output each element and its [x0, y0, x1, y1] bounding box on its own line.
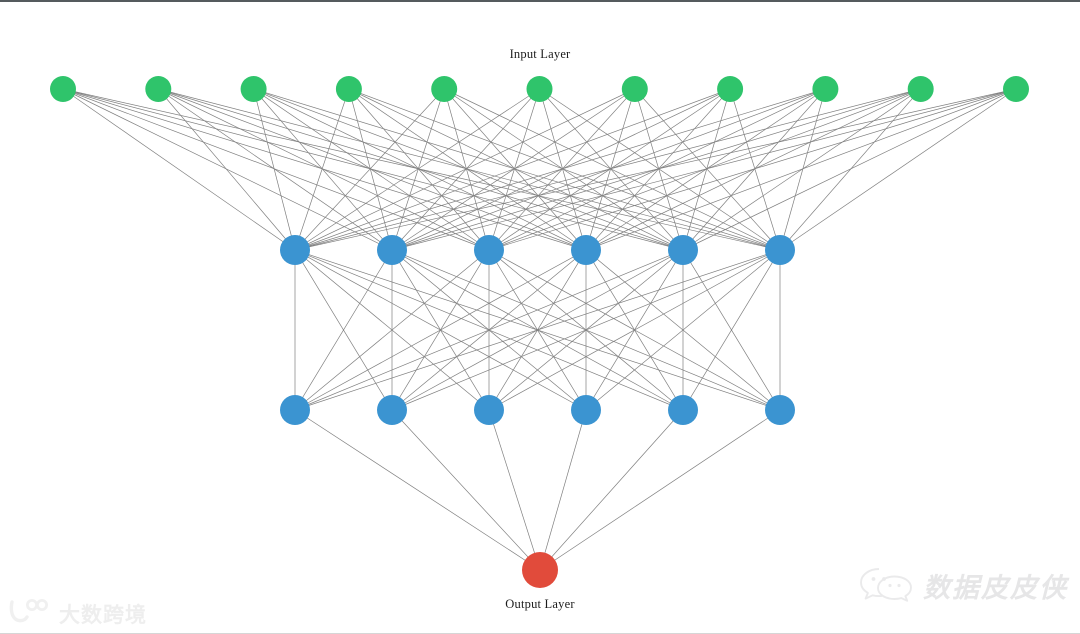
edge-input-2-to-hidden1-4	[253, 88, 684, 251]
edge-hidden1-5-to-hidden2-1	[391, 249, 781, 411]
edge-input-7-to-hidden1-5	[729, 88, 781, 251]
edge-input-0-to-hidden1-1	[62, 88, 393, 251]
edge-hidden1-1-to-hidden2-0	[294, 249, 393, 411]
edge-input-4-to-hidden1-0	[294, 88, 445, 251]
node-hidden1-6[interactable]	[765, 235, 795, 265]
node-input-11[interactable]	[1003, 76, 1029, 102]
node-input-2[interactable]	[145, 76, 172, 102]
edge-input-1-to-hidden1-0	[158, 88, 296, 251]
edge-hidden1-3-to-hidden2-0	[294, 249, 587, 411]
edge-hidden2-0-to-output-0	[294, 409, 541, 571]
edge-input-10-to-hidden1-1	[391, 88, 1017, 251]
edge-input-3-to-hidden1-1	[348, 88, 393, 251]
edge-input-6-to-hidden1-2	[488, 88, 636, 251]
output-layer-label: Output Layer	[505, 597, 575, 611]
edge-input-8-to-hidden1-4	[682, 88, 826, 251]
edge-input-8-to-hidden1-5	[779, 88, 826, 251]
edge-input-4-to-hidden1-1	[391, 88, 445, 251]
edge-input-8-to-hidden1-0	[294, 88, 826, 251]
edge-hidden1-5-to-hidden2-2	[488, 249, 781, 411]
edge-input-0-to-hidden1-3	[62, 88, 587, 251]
edge-input-7-to-hidden1-4	[682, 88, 731, 251]
edge-input-6-to-hidden1-4	[634, 88, 684, 251]
node-input-6[interactable]	[526, 76, 553, 102]
edge-input-0-to-hidden1-2	[62, 88, 490, 251]
node-hidden2-3[interactable]	[474, 395, 504, 425]
edge-input-10-to-hidden1-3	[585, 88, 1017, 251]
edges-group	[62, 88, 1017, 571]
node-input-3[interactable]	[240, 76, 267, 102]
edge-input-10-to-hidden1-5	[779, 88, 1017, 251]
edge-hidden2-3-to-output-0	[539, 409, 587, 571]
edge-input-4-to-hidden1-3	[443, 88, 587, 251]
node-hidden2-1[interactable]	[280, 395, 310, 425]
edge-input-2-to-hidden1-2	[253, 88, 490, 251]
edge-input-10-to-hidden1-0	[294, 88, 1017, 251]
edge-input-9-to-hidden1-0	[294, 88, 921, 251]
node-input-10[interactable]	[907, 76, 934, 102]
edge-input-3-to-hidden1-5	[348, 88, 781, 251]
edge-input-5-to-hidden1-2	[488, 88, 540, 251]
edge-input-4-to-hidden1-5	[444, 88, 781, 251]
edge-input-3-to-hidden1-0	[294, 88, 350, 251]
edge-input-4-to-hidden1-2	[443, 88, 490, 251]
node-hidden2-5[interactable]	[668, 395, 698, 425]
edge-input-10-to-hidden1-2	[488, 88, 1017, 251]
edge-hidden2-5-to-output-0	[539, 409, 781, 571]
node-hidden1-5[interactable]	[668, 235, 698, 265]
node-input-8[interactable]	[717, 76, 744, 102]
edge-hidden1-2-to-hidden2-0	[294, 249, 490, 411]
edge-input-2-to-hidden1-1	[253, 88, 393, 251]
edge-input-6-to-hidden1-5	[634, 88, 781, 251]
edge-input-3-to-hidden1-3	[348, 88, 587, 251]
edge-hidden2-1-to-output-0	[391, 409, 541, 571]
node-output-1[interactable]	[522, 552, 558, 588]
edge-input-10-to-hidden1-4	[682, 88, 1017, 251]
edge-input-2-to-hidden1-5	[253, 88, 781, 251]
edge-input-4-to-hidden1-4	[444, 88, 684, 251]
edge-hidden1-5-to-hidden2-4	[682, 249, 781, 411]
edge-input-1-to-hidden1-1	[158, 88, 393, 251]
edge-input-5-to-hidden1-4	[539, 88, 684, 251]
edge-input-2-to-hidden1-3	[253, 88, 587, 251]
node-hidden2-2[interactable]	[377, 395, 407, 425]
node-hidden2-6[interactable]	[765, 395, 795, 425]
edge-input-5-to-hidden1-5	[539, 88, 781, 251]
node-input-4[interactable]	[335, 76, 362, 102]
node-hidden1-2[interactable]	[377, 235, 407, 265]
node-hidden1-4[interactable]	[571, 235, 601, 265]
edge-input-3-to-hidden1-4	[348, 88, 684, 251]
edge-input-7-to-hidden1-0	[294, 88, 731, 251]
node-input-1[interactable]	[50, 76, 76, 102]
node-input-7[interactable]	[621, 76, 648, 102]
edge-input-1-to-hidden1-3	[158, 88, 587, 251]
input-layer-label: Input Layer	[509, 47, 571, 61]
edge-input-1-to-hidden1-4	[158, 88, 684, 251]
node-hidden1-1[interactable]	[280, 235, 310, 265]
edge-input-0-to-hidden1-0	[62, 88, 296, 251]
edge-input-7-to-hidden1-3	[585, 88, 731, 251]
edge-hidden2-4-to-output-0	[539, 409, 684, 571]
edge-hidden2-2-to-output-0	[488, 409, 541, 571]
node-input-9[interactable]	[812, 76, 839, 102]
node-hidden1-3[interactable]	[474, 235, 504, 265]
nodes-group	[50, 76, 1029, 588]
edge-input-2-to-hidden1-0	[253, 88, 296, 251]
edge-hidden1-5-to-hidden2-3	[585, 249, 781, 411]
edge-hidden1-4-to-hidden2-0	[294, 249, 684, 411]
node-hidden2-4[interactable]	[571, 395, 601, 425]
edge-input-5-to-hidden1-3	[539, 88, 587, 251]
edge-input-5-to-hidden1-0	[294, 88, 540, 251]
edge-input-6-to-hidden1-0	[294, 88, 635, 251]
edge-input-3-to-hidden1-2	[348, 88, 490, 251]
edge-input-1-to-hidden1-2	[158, 88, 490, 251]
edge-input-6-to-hidden1-3	[585, 88, 636, 251]
edge-hidden1-5-to-hidden2-0	[294, 249, 781, 411]
node-input-5[interactable]	[431, 76, 458, 102]
